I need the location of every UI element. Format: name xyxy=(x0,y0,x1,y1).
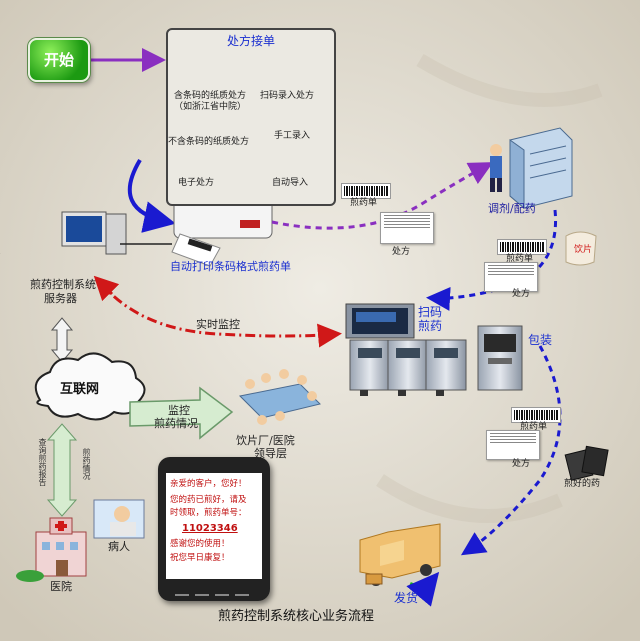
patient-figure xyxy=(93,499,145,539)
intake-to-printer-arrow xyxy=(127,158,176,233)
leadership-label-line1: 饮片厂/医院 xyxy=(236,434,295,447)
hospital-label: 医院 xyxy=(50,580,72,593)
decoct-status-label: 煎药情况 xyxy=(82,448,91,480)
auto-print-label: 自动打印条码格式煎药单 xyxy=(170,260,291,273)
decoction-slip-label-1: 煎药单 xyxy=(350,198,378,208)
sms-line-5: 感谢您的使用！ xyxy=(170,539,230,549)
scan-terminal xyxy=(345,303,415,339)
decoction-slip-label-2: 煎药单 xyxy=(506,254,534,264)
packaging-label: 包装 xyxy=(528,333,553,347)
prescription-intake-panel: 处方接单 xyxy=(166,28,336,206)
decoction-slip-label-3: 煎药单 xyxy=(520,422,548,432)
realtime-monitor-label: 实时监控 xyxy=(196,318,240,331)
sms-line-3: 时领取，煎药单号： xyxy=(170,508,247,518)
control-server xyxy=(0,211,172,265)
prescription-slip-1 xyxy=(380,212,434,244)
sms-line-6: 祝您早日康复！ xyxy=(170,553,230,563)
prescription-label-1: 处方 xyxy=(392,247,411,257)
leadership-label-line2: 领导层 xyxy=(254,447,287,460)
dispense-to-decoct-arrow xyxy=(426,209,558,311)
monitor-label-line1: 监控 xyxy=(168,404,190,417)
query-report-label: 查询煎药报告 xyxy=(38,438,47,486)
scan-entry-label: 扫码录入处方 xyxy=(260,91,315,101)
barcode-paper-label: 含条码的纸质处方 xyxy=(174,91,247,101)
dispense-cabinets xyxy=(490,127,573,210)
barcode-slip-1 xyxy=(342,184,390,198)
monitor-arrow xyxy=(129,386,234,440)
prescription-slip-3 xyxy=(486,430,540,460)
internet-cloud xyxy=(34,352,146,421)
delivery-truck xyxy=(359,523,441,607)
internet-label: 互联网 xyxy=(60,382,100,397)
scan-label: 扫码 xyxy=(418,305,443,319)
herbal-pieces-bag xyxy=(565,231,597,266)
sms-line-1: 亲爱的客户，您好！ xyxy=(170,479,247,489)
sms-line-2: 您的药已煎好，请及 xyxy=(170,495,247,505)
leadership-meeting xyxy=(238,369,321,425)
packaging-machine xyxy=(477,325,523,391)
prescription-slip-2 xyxy=(484,262,538,292)
manual-entry-label: 手工录入 xyxy=(274,131,311,141)
herbal-pieces-label: 饮片 xyxy=(574,245,593,255)
no-barcode-paper-label: 不含条码的纸质处方 xyxy=(168,137,250,147)
barcode-slip-3 xyxy=(512,408,560,422)
decoction-machines xyxy=(349,339,467,396)
decoct-label: 煎药 xyxy=(418,319,443,333)
server-label-line1: 煎药控制系统 xyxy=(30,278,96,291)
decocted-medicine-label: 煎好的药 xyxy=(564,479,601,489)
phone-keys xyxy=(172,585,256,596)
server-internet-link xyxy=(50,317,74,363)
dispense-label: 调剂/配药 xyxy=(488,202,536,215)
prescription-label-3: 处方 xyxy=(512,459,531,469)
hospital-building xyxy=(16,517,87,582)
server-label-line2: 服务器 xyxy=(44,292,77,305)
decocted-medicine-bags xyxy=(564,445,609,481)
barcode-paper-note: （如浙江省中院） xyxy=(174,102,247,112)
internet-hospital-link xyxy=(46,423,78,517)
phone-screen: 亲爱的客户，您好！ 您的药已煎好，请及 时领取，煎药单号： 11023346 感… xyxy=(166,473,262,579)
auto-import-label: 自动导入 xyxy=(272,178,309,188)
start-node: 开始 xyxy=(28,38,90,82)
monitor-label-line2: 煎药情况 xyxy=(154,417,198,430)
electronic-rx-label: 电子处方 xyxy=(178,178,215,188)
diagram-title: 煎药控制系统核心业务流程 xyxy=(218,609,375,624)
patient-label: 病人 xyxy=(108,540,130,553)
mobile-phone: 亲爱的客户，您好！ 您的药已煎好，请及 时领取，煎药单号： 11023346 感… xyxy=(158,457,270,601)
prescription-label-2: 处方 xyxy=(512,289,531,299)
barcode-slip-2 xyxy=(498,240,546,254)
ship-label: 发货 xyxy=(394,591,419,605)
rx-panel-title: 处方接单 xyxy=(226,34,275,48)
realtime-monitor-arrow xyxy=(93,275,342,348)
sms-order-number: 11023346 xyxy=(182,523,238,534)
